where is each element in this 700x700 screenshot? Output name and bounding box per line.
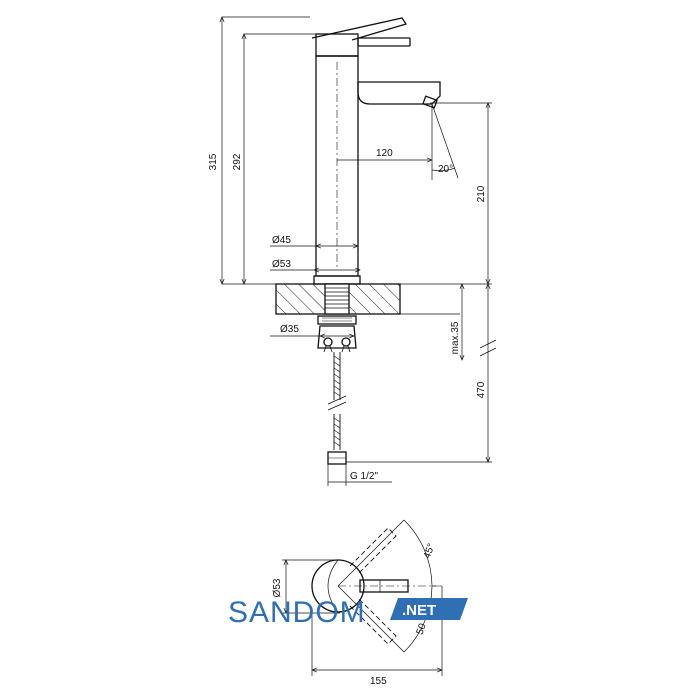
label-body-diameter: Ø45 xyxy=(272,235,291,246)
countertop-section xyxy=(275,283,401,315)
spout xyxy=(357,81,441,105)
label-body-height: 292 xyxy=(232,153,243,170)
label-spout-angle: 20° xyxy=(438,164,453,175)
fixing-plate xyxy=(317,325,357,349)
label-total-height: 315 xyxy=(208,153,219,170)
label-handle-length: 50 xyxy=(415,622,429,637)
label-spout-reach: 120 xyxy=(376,148,393,159)
label-top-diameter: Ø53 xyxy=(272,578,283,597)
sandom-logo: SANDOM .NET xyxy=(228,596,468,629)
handle-lever xyxy=(311,17,411,47)
logo-main-text: SANDOM xyxy=(228,596,366,629)
cartridge-housing xyxy=(315,33,359,57)
fixing-nut xyxy=(317,315,357,325)
top-view xyxy=(282,519,442,676)
label-thread: G 1/2" xyxy=(350,471,378,482)
label-hose-length: 470 xyxy=(476,381,487,398)
supply-hose xyxy=(327,352,347,465)
label-shank-diameter: Ø35 xyxy=(280,324,299,335)
logo-net-text: .NET xyxy=(402,602,436,619)
label-base-diameter: Ø53 xyxy=(272,259,291,270)
top-handle xyxy=(359,579,409,593)
label-max-deck: max.35 xyxy=(450,321,461,354)
label-spout-height: 210 xyxy=(476,185,487,202)
label-top-width: 155 xyxy=(370,676,387,687)
base-ring xyxy=(313,275,361,285)
logo-net-badge xyxy=(390,598,468,620)
label-rotation-angle: 45° xyxy=(422,542,438,560)
side-view xyxy=(222,17,497,486)
